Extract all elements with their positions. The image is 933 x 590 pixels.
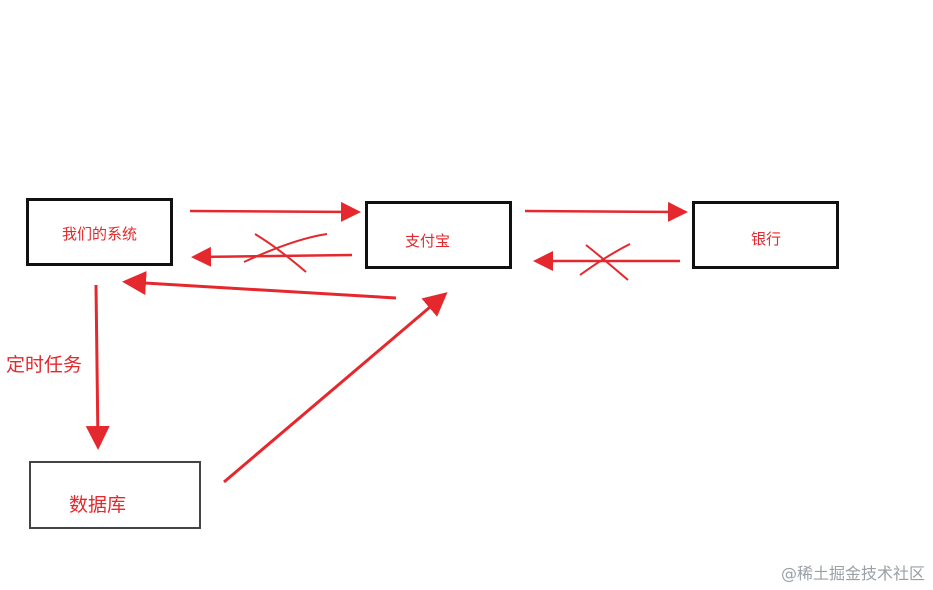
node-alipay: 支付宝 xyxy=(365,201,512,269)
node-bank-label: 银行 xyxy=(751,230,782,248)
cross-mark-bank-to-alipay xyxy=(579,243,631,281)
node-alipay-label: 支付宝 xyxy=(405,232,451,250)
arrow-system-to-alipay xyxy=(189,201,361,222)
node-our-system: 我们的系统 xyxy=(26,198,173,266)
arrow-system-to-database xyxy=(85,284,110,450)
node-database: 数据库 xyxy=(29,461,201,529)
cross-mark-alipay-to-system xyxy=(243,233,328,273)
node-bank: 银行 xyxy=(692,201,839,269)
node-our-system-label: 我们的系统 xyxy=(62,225,138,243)
arrow-alipay-to-system-blocked xyxy=(191,246,353,267)
edge-label-scheduled-task: 定时任务 xyxy=(6,354,83,376)
arrow-alipay-to-system-callback xyxy=(122,271,397,300)
arrow-alipay-to-bank xyxy=(524,201,688,222)
arrow-database-to-alipay xyxy=(223,292,448,484)
watermark: @稀土掘金技术社区 xyxy=(780,564,925,583)
node-database-label: 数据库 xyxy=(69,494,127,516)
